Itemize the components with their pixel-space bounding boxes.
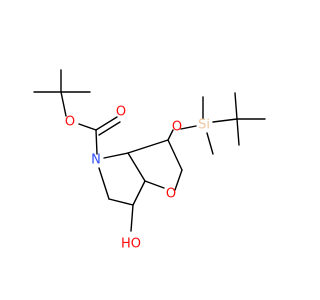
atom-label-carbonyl-oxygen: O — [116, 105, 126, 120]
bond-oring-c6a — [144, 180, 165, 189]
bond-c3-osilyl — [167, 129, 174, 141]
bond-tbu2-methyl-up — [234, 92, 238, 120]
bond-carbonyl-double-a — [95, 116, 118, 131]
bond-osilyl-si — [180, 125, 197, 130]
atom-label-silyl-oxygen: O — [172, 120, 182, 135]
bond-carbonyl-n — [95, 129, 98, 155]
bond-oester-carbonyl — [78, 123, 97, 131]
bond-n-c5 — [98, 167, 110, 200]
bond-c5-c6 — [108, 198, 134, 206]
bond-si-tbu-c — [212, 118, 238, 123]
bond-carbonyl-double-b — [98, 121, 121, 136]
atom-label-silicon: Si — [198, 118, 210, 133]
molecule-structure: O O N O O Si HO — [33, 69, 266, 252]
bond-tbu2-methyl-down — [236, 118, 240, 146]
atom-label-ring-oxygen: O — [166, 187, 176, 202]
bond-c3a-c3 — [127, 139, 169, 154]
atom-label-ester-oxygen: O — [65, 115, 75, 130]
bond-c6-c6a — [132, 180, 146, 206]
bond-si-methyl-down — [206, 132, 214, 155]
atom-label-nitrogen: N — [91, 153, 101, 168]
atom-labels: O O N O O Si HO — [65, 105, 210, 252]
bond-lines — [33, 69, 266, 232]
bond-tbu-c-oester — [60, 91, 67, 117]
bond-c6a-c3a — [127, 152, 146, 182]
bond-c6-oh — [130, 204, 134, 232]
bond-n-c3a — [103, 152, 129, 159]
atom-label-hydroxyl: HO — [121, 237, 141, 252]
bond-c3-c2 — [167, 139, 183, 171]
bond-c2-oring — [174, 169, 183, 191]
